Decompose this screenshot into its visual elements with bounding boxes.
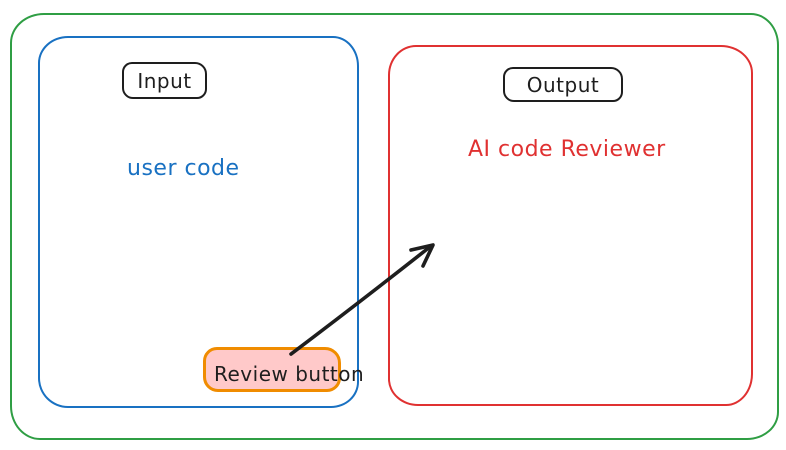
output-label: Output [526,72,600,97]
output-label-chip: Output [503,67,623,102]
review-button-label: Review button [214,361,365,386]
user-code-text: user code [127,156,240,181]
output-panel [388,45,753,406]
input-panel [38,36,359,408]
system-boundary-box [10,13,779,440]
input-label-chip: Input [122,62,207,99]
review-button[interactable]: Review button [203,347,364,392]
ai-code-reviewer-text: AI code Reviewer [468,137,666,162]
input-label: Input [137,68,192,93]
